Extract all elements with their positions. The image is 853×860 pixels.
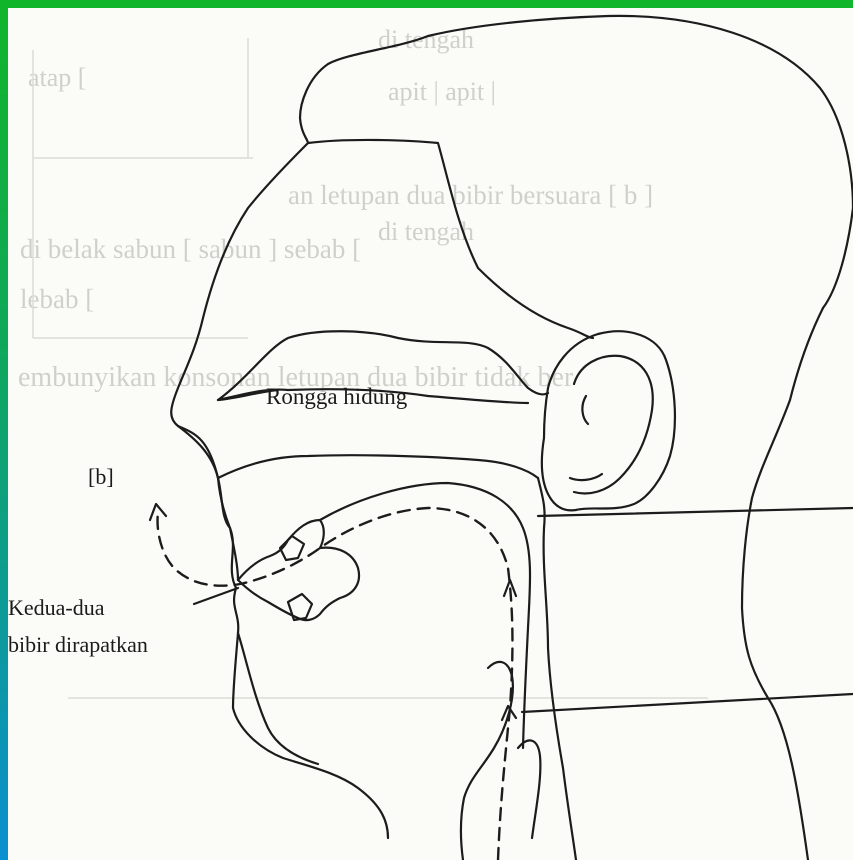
- airflow-path: [158, 508, 513, 860]
- tongue-outline: [238, 483, 530, 748]
- ear-outline: [542, 331, 675, 510]
- pointer-line-lower: [522, 694, 853, 712]
- nasal-bone-outline: [308, 140, 593, 338]
- vocal-tract-diagram: [8, 8, 853, 860]
- neck-outline: [538, 308, 823, 860]
- head-outline: [171, 16, 853, 838]
- nasal-cavity-label: Rongga hidung: [266, 384, 407, 410]
- scanned-page: di tengah atap [ apit | apit | an letupa…: [8, 8, 853, 860]
- lips-leader-line: [194, 588, 238, 604]
- lips-label-line-1: Kedua-dua: [8, 595, 105, 621]
- jaw-outline: [238, 633, 318, 764]
- lips-label-line-2: bibir dirapatkan: [8, 632, 148, 658]
- lower-tooth-outline: [288, 594, 312, 620]
- phoneme-label: [b]: [88, 464, 114, 490]
